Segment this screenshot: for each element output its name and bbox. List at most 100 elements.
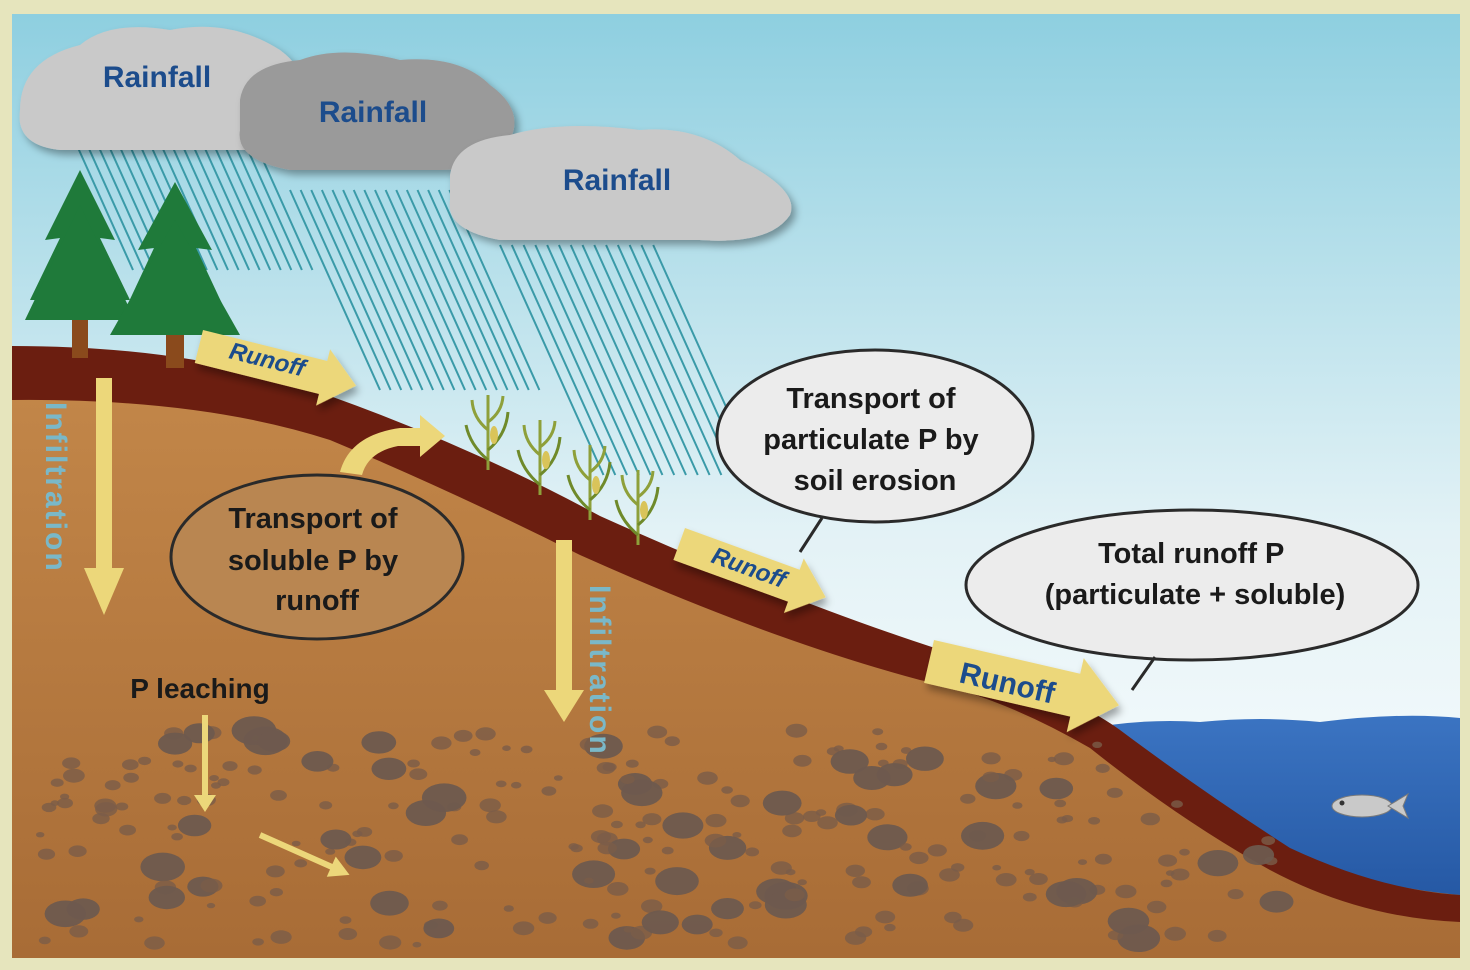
rock: [642, 813, 662, 826]
rock: [134, 916, 144, 923]
rock: [206, 902, 216, 909]
rock: [388, 802, 399, 810]
rock: [384, 850, 403, 862]
rock: [1158, 854, 1178, 867]
rain-streak: [352, 189, 445, 391]
rock: [432, 900, 448, 911]
rain-streak: [320, 189, 413, 391]
rock: [845, 864, 865, 877]
rock: [469, 749, 481, 756]
rock: [57, 798, 73, 809]
rock: [270, 930, 292, 944]
rock: [817, 816, 838, 830]
soluble-line-2: soluble P by: [228, 545, 398, 577]
rock: [681, 914, 713, 935]
rock: [407, 759, 420, 768]
rock: [148, 885, 185, 910]
corn-plant-icon: [464, 395, 510, 470]
rock: [1164, 926, 1186, 941]
rock: [834, 804, 868, 826]
rain-streak: [534, 244, 640, 476]
rock: [158, 732, 193, 755]
rock: [867, 824, 908, 851]
rock: [38, 936, 51, 945]
rock: [338, 928, 358, 940]
rain-streak: [310, 189, 403, 391]
rock: [995, 873, 1017, 887]
rock: [899, 843, 912, 851]
rain-streak: [374, 189, 466, 391]
rain-streak: [616, 244, 723, 476]
rock: [177, 795, 192, 806]
runoff-arrow-3: [924, 640, 1120, 733]
rock: [266, 865, 285, 878]
rain-streak: [395, 189, 488, 391]
rock: [119, 824, 136, 836]
rock: [1094, 853, 1112, 865]
rock: [37, 848, 56, 860]
rain-streak: [363, 189, 456, 391]
rock: [431, 736, 452, 750]
rock: [184, 764, 197, 773]
rain-streak: [499, 244, 605, 476]
rock: [1054, 799, 1067, 808]
rock: [409, 768, 428, 780]
rain-streak: [569, 244, 676, 476]
particulate-line-3: soil erosion: [794, 465, 957, 497]
runoff-arrow-2: [673, 528, 826, 613]
rock: [1115, 884, 1137, 899]
rock: [855, 926, 873, 938]
rock: [647, 725, 668, 739]
rock: [1207, 929, 1227, 942]
rock: [1045, 881, 1087, 908]
rock: [704, 833, 727, 848]
rain-streak: [164, 129, 229, 271]
fish-icon: [1331, 792, 1410, 820]
rock: [621, 779, 663, 807]
rock: [664, 736, 680, 747]
rock: [123, 772, 139, 783]
rock: [1095, 763, 1110, 774]
rock: [992, 864, 1002, 871]
tree-icon: [25, 170, 135, 358]
rain-streak: [522, 244, 628, 476]
rock: [568, 843, 579, 850]
rock: [1053, 752, 1074, 766]
rock: [784, 888, 805, 902]
rock: [352, 830, 363, 838]
rain-streak: [206, 129, 272, 271]
corn-plant-icon: [614, 470, 660, 545]
rock: [1242, 845, 1275, 865]
rock: [900, 747, 912, 754]
rock: [553, 775, 563, 781]
rock: [584, 877, 594, 884]
particulate-p-text: Transport of particulate P by soil erosi…: [763, 383, 987, 497]
rain-streak: [331, 189, 424, 391]
rock: [291, 840, 301, 847]
rock: [379, 935, 402, 950]
rock: [727, 936, 748, 950]
rock: [884, 923, 896, 932]
rock: [270, 790, 287, 801]
rock: [1012, 802, 1023, 809]
rock: [661, 846, 674, 855]
rock: [1106, 787, 1123, 798]
rock: [711, 898, 744, 920]
rain-streak: [546, 244, 652, 476]
rock: [641, 910, 679, 935]
soluble-p-text: Transport of soluble P by runoff: [228, 503, 406, 617]
rock: [620, 774, 635, 785]
rock: [479, 798, 501, 813]
rock: [784, 812, 805, 825]
rock: [50, 800, 60, 806]
rain-streak: [427, 189, 520, 391]
rock: [865, 808, 885, 821]
rock: [582, 918, 599, 929]
cloud-1-label: Rainfall: [103, 61, 211, 94]
rain-streak: [593, 244, 699, 476]
rock: [592, 804, 614, 818]
rock: [1261, 836, 1276, 846]
rock: [257, 730, 291, 752]
rock: [1165, 870, 1175, 876]
rock: [474, 860, 490, 871]
